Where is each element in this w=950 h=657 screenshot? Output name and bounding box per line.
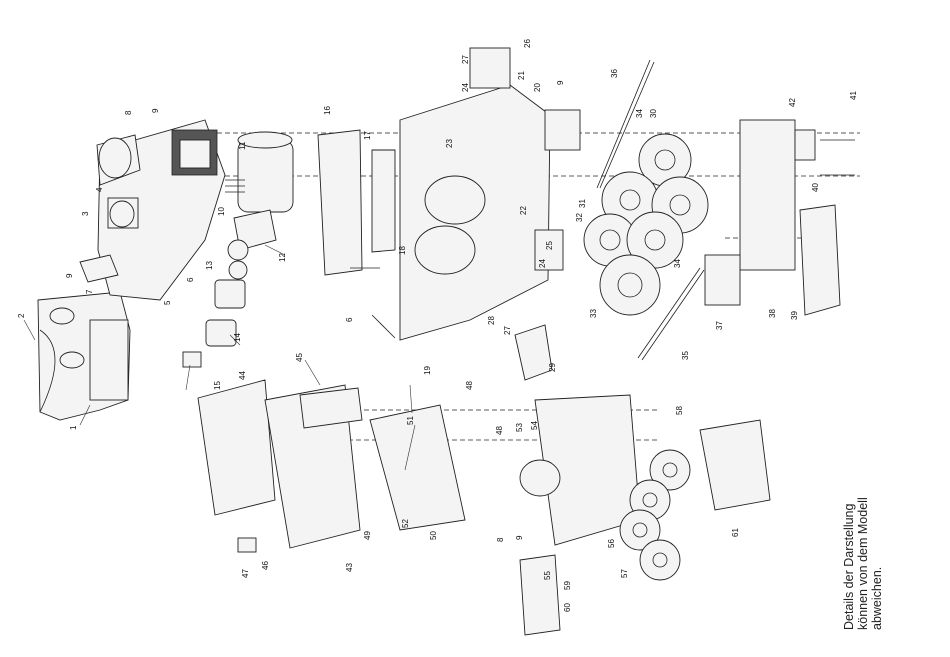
callout-42: 42 [788,98,797,107]
callout-61: 61 [731,528,740,537]
callout-32: 32 [575,213,584,222]
callout-60: 60 [563,603,572,612]
callout-16: 16 [323,106,332,115]
callout-41: 41 [849,91,858,100]
part-front-beam [38,292,130,420]
callout-38: 38 [768,309,777,318]
callout-47: 47 [241,569,250,578]
callout-13: 13 [205,261,214,270]
callout-39: 39 [790,311,799,320]
callout-7: 7 [85,289,94,294]
callout-55: 55 [543,571,552,580]
callout-45: 45 [295,353,304,362]
callout-4: 4 [95,187,104,192]
disclaimer-note: Details der Darstellung können von dem M… [842,470,950,650]
callout-53: 53 [515,423,524,432]
callout-5: 5 [163,300,172,305]
callout-10: 10 [217,207,226,216]
callout-34b: 34 [673,259,682,268]
callout-17: 17 [363,131,372,140]
callout-23: 23 [445,139,454,148]
callout-14: 14 [233,333,242,342]
callout-8b: 8 [496,537,505,542]
callout-27: 27 [461,55,470,64]
part-boiler [80,120,225,300]
callout-34: 34 [635,109,644,118]
callout-40: 40 [811,183,820,192]
disclaimer-line-1: Details der Darstellung [842,497,856,630]
callout-2: 2 [17,313,26,318]
callout-51: 51 [406,416,415,425]
callout-25: 25 [545,241,554,250]
callout-9c: 9 [556,80,565,85]
callout-31: 31 [578,199,587,208]
callout-48: 48 [465,381,474,390]
callout-58: 58 [675,406,684,415]
callout-12: 12 [278,253,287,262]
part-frame-upper [318,130,395,338]
callout-37: 37 [715,321,724,330]
callout-15: 15 [213,381,222,390]
callout-18: 18 [398,246,407,255]
callout-9b: 9 [65,273,74,278]
callout-46: 46 [261,561,270,570]
callout-24b: 24 [538,259,547,268]
callout-43: 43 [345,563,354,572]
callout-57: 57 [620,569,629,578]
callout-49: 49 [363,531,372,540]
callout-44: 44 [238,371,247,380]
callout-9: 9 [151,108,160,113]
callout-1: 1 [69,425,78,430]
callout-29: 29 [548,363,557,372]
disclaimer-line-3: abweichen. [870,497,884,630]
callout-21: 21 [517,71,526,80]
callout-33: 33 [589,309,598,318]
callout-36: 36 [610,69,619,78]
callout-8: 8 [124,110,133,115]
callout-54: 54 [530,421,539,430]
callout-22: 22 [519,206,528,215]
callout-50: 50 [429,531,438,540]
callout-48b: 48 [495,426,504,435]
callout-59: 59 [563,581,572,590]
part-driving-wheels [584,134,708,315]
callout-30: 30 [649,109,658,118]
part-tender-chassis [370,395,770,635]
callout-11: 11 [238,141,247,150]
disclaimer-line-2: können von dem Modell [856,497,870,630]
callout-24: 24 [461,83,470,92]
callout-9d: 9 [515,535,524,540]
part-chassis [400,48,580,380]
callout-6: 6 [186,277,195,282]
callout-19: 19 [423,366,432,375]
callout-3: 3 [81,211,90,216]
part-rear-frame [705,120,855,315]
callout-56: 56 [607,539,616,548]
callout-20: 20 [533,83,542,92]
part-tender [198,380,362,552]
callout-28: 28 [487,316,496,325]
callout-26: 26 [523,39,532,48]
callout-27b: 27 [503,326,512,335]
callout-6b: 6 [345,317,354,322]
callout-35: 35 [681,351,690,360]
callout-52: 52 [401,519,410,528]
